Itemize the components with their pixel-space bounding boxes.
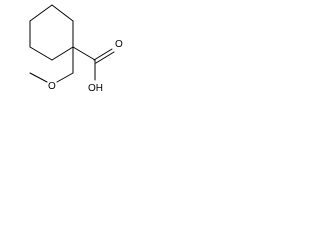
atom-label-oxygen-ether: O <box>48 81 56 92</box>
atom-label-hydroxyl: OH <box>88 83 103 94</box>
ring-bond-3 <box>29 4 53 22</box>
bond-methylene-oxygen <box>56 72 74 83</box>
bonds <box>29 4 115 83</box>
bond-carbonyl-double-a <box>93 48 113 61</box>
structure-diagram: O OH O <box>0 0 150 142</box>
ring-bond-5 <box>29 46 53 61</box>
ring-bond-2 <box>51 4 74 22</box>
atom-label-oxygen-carbonyl: O <box>115 39 123 50</box>
ring-bond-6 <box>51 46 74 61</box>
molecule-svg: O OH O <box>29 4 123 94</box>
bond-c1-carboxyl-carbon <box>72 46 96 61</box>
bond-oxygen-methyl <box>29 72 48 83</box>
bond-carbonyl-double-b <box>95 51 115 64</box>
